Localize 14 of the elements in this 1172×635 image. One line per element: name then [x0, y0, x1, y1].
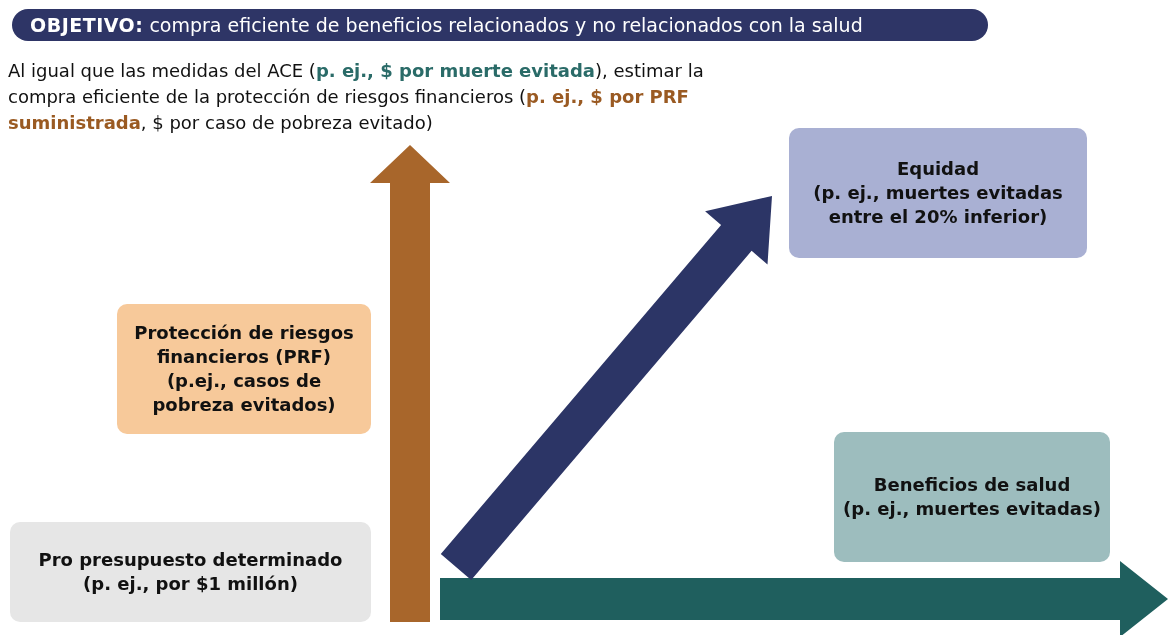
budget-box [10, 522, 371, 622]
box-example: (p.ej., casos de pobreza evitados) [151, 369, 337, 417]
box-heading: Equidad [896, 157, 980, 181]
title-banner: OBJETIVO: compra eficiente de beneficios relacionados y no relacionados con la salud [12, 9, 988, 41]
box-heading: Protección de riesgos financieros (PRF) [133, 321, 355, 369]
category-box [834, 432, 1110, 562]
note-text: Al igual que las medidas del ACE (p. ej., $ por muerte evitada), estimar la compra eficiente de la protección de riesgos financieros (p. ej., $ por PRF suministrada, $ por caso de pobreza evitado) [8, 59, 705, 135]
box-example: (p. ej., muertes evitadas) [843, 497, 1101, 521]
box-heading: Beneficios de salud [873, 473, 1071, 497]
box-heading: Pro presupuesto determinado [38, 548, 343, 572]
category-box [789, 128, 1087, 258]
box-example: (p. ej., por $1 millón) [83, 572, 298, 596]
category-box [117, 304, 371, 434]
box-example: (p. ej., muertes evitadas entre el 20% inferior) [812, 181, 1064, 229]
